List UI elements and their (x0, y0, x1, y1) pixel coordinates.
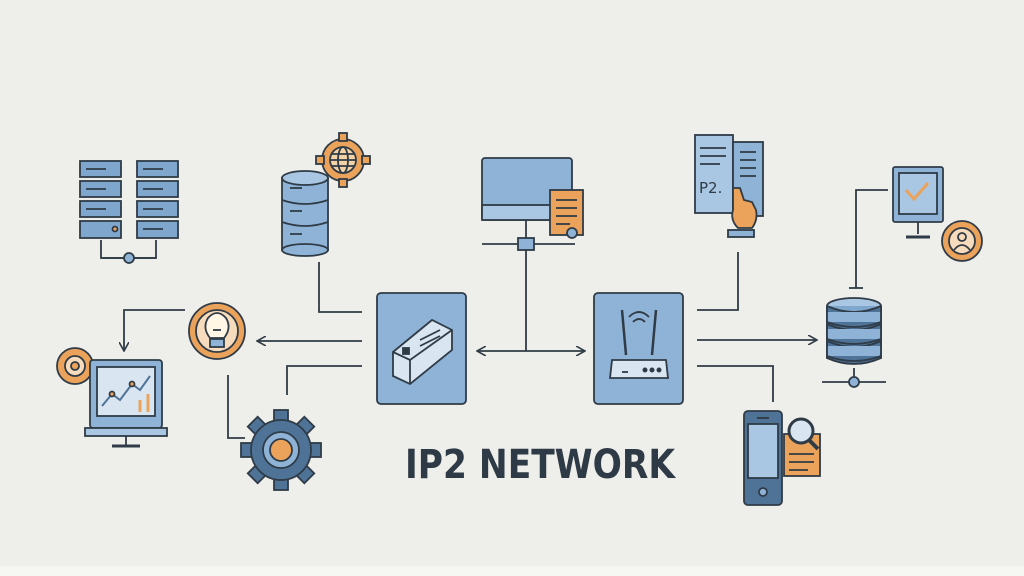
smartphone-icon (743, 410, 821, 506)
lightbulb-icon (188, 302, 246, 360)
document-hand-icon: P2. (694, 134, 764, 238)
wifi-router-icon (593, 292, 684, 405)
connector-lines (100, 189, 888, 439)
chart-monitor-icon (84, 359, 168, 448)
database-gear-icon (281, 132, 371, 257)
bottom-strip (0, 566, 1024, 576)
ip2-device-icon (376, 292, 467, 405)
document-label: P2. (699, 179, 722, 197)
monitor-document-icon (481, 157, 584, 251)
database-icon (826, 297, 882, 388)
diagram-title: IP2 NETWORK (404, 442, 676, 488)
target-icon (56, 347, 94, 385)
monitor-check-icon (892, 166, 944, 239)
server-rack-icon (79, 160, 179, 264)
user-badge-icon (941, 220, 983, 262)
gear-icon (240, 409, 322, 491)
